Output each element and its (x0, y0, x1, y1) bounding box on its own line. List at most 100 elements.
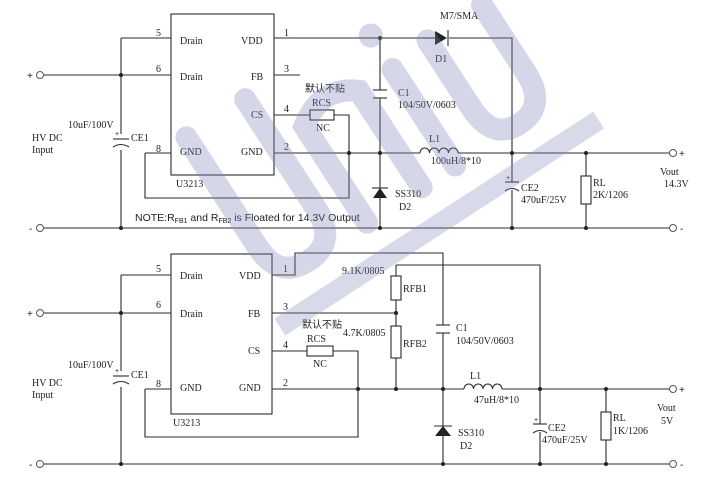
top-c1-name: C1 (398, 88, 410, 99)
bottom-rcs-name: RCS (307, 334, 326, 345)
bottom-pin-gnd-right: GND (239, 383, 261, 394)
top-pin-num-1: 1 (284, 28, 289, 39)
bottom-pin-num-4: 4 (283, 340, 288, 351)
bottom-ic-body (170, 253, 273, 415)
top-circuit: U3213 Drain Drain GND VDD FB CS GND 5 6 … (27, 11, 690, 235)
bottom-ce2-value: 470uF/25V (542, 435, 588, 446)
bottom-c1-value: 104/50V/0603 (456, 336, 514, 347)
top-input-plus-terminal (36, 71, 44, 79)
top-pin-num-3: 3 (284, 64, 289, 75)
top-pin-vdd: VDD (241, 36, 263, 47)
top-ce2-name: CE2 (521, 183, 539, 194)
top-output-plus-terminal (669, 149, 677, 157)
bottom-pin-drain-a: Drain (180, 271, 203, 282)
top-output-minus-sign: - (680, 224, 683, 235)
top-input-capacitor: + (112, 131, 130, 150)
bottom-rfb1-resistor (390, 275, 402, 301)
top-pin-num-4: 4 (284, 104, 289, 115)
top-vout-label: Vout (660, 167, 679, 178)
top-ce2-value: 470uF/25V (521, 195, 567, 206)
bottom-output-plus-sign: + (679, 385, 685, 396)
bottom-input-minus-terminal (36, 460, 44, 468)
top-ic-body (170, 13, 275, 176)
top-pin-drain-a: Drain (180, 36, 203, 47)
bottom-pin-num-8: 8 (156, 379, 161, 390)
svg-text:+: + (534, 417, 538, 424)
bottom-rfb2-resistor (390, 325, 402, 359)
top-pin-gnd-left: GND (180, 147, 202, 158)
top-ce1-name: CE1 (131, 133, 149, 144)
bottom-circuit: U3213 Drain Drain GND VDD FB CS GND 5 6 … (27, 252, 685, 471)
bottom-rl-resistor (600, 411, 612, 441)
bottom-input-plus-sign: + (27, 309, 33, 320)
bottom-input-plus-terminal (36, 309, 44, 317)
top-ce2-capacitor: + (504, 175, 520, 192)
top-l1-name: L1 (429, 134, 440, 145)
bottom-d2-diode (434, 425, 452, 436)
top-d2-ref: D2 (399, 202, 411, 213)
bottom-d2-ref: D2 (460, 441, 472, 452)
top-pin-gnd-right: GND (241, 147, 263, 158)
top-l1-inductor (419, 147, 459, 154)
top-wires (44, 37, 670, 229)
bottom-rfb2-name: RFB2 (403, 339, 427, 350)
bottom-rfb2-value: 4.7K/0805 (343, 328, 386, 339)
bottom-l1-inductor (463, 383, 503, 390)
bottom-input-label-2: Input (32, 390, 53, 401)
bottom-junctions (119, 311, 608, 466)
bottom-ic-name: U3213 (173, 418, 200, 429)
bottom-vout-label: Vout (657, 403, 676, 414)
bottom-input-label-1: HV DC (32, 378, 63, 389)
bottom-rfb1-value: 9.1K/0805 (342, 266, 385, 277)
svg-text:+: + (506, 175, 510, 182)
top-d1-diode (423, 30, 449, 46)
bottom-output-minus-sign: - (680, 460, 683, 471)
bottom-c1-name: C1 (456, 323, 468, 334)
top-input-plus-sign: + (27, 71, 33, 82)
bottom-l1-name: L1 (470, 371, 481, 382)
bottom-output-minus-terminal (669, 460, 677, 468)
top-rcs-value: NC (316, 123, 330, 134)
top-pin-cs: CS (251, 110, 263, 121)
top-d1-name: M7/SMA (440, 11, 479, 22)
top-pin-num-2: 2 (284, 142, 289, 153)
top-rl-name: RL (593, 178, 606, 189)
top-d2-name: SS310 (395, 189, 421, 200)
top-rl-value: 2K/1206 (593, 190, 628, 201)
top-junctions (119, 36, 588, 230)
bottom-pin-vdd: VDD (239, 271, 261, 282)
top-l1-value: 100uH/8*10 (431, 156, 481, 167)
top-pin-num-6: 6 (156, 64, 161, 75)
bottom-l1-value: 47uH/8*10 (474, 395, 519, 406)
bottom-d2-name: SS310 (458, 428, 484, 439)
bottom-vout-value: 5V (661, 416, 674, 427)
bottom-wires (44, 252, 670, 465)
top-input-minus-terminal (36, 224, 44, 232)
bottom-pin-num-5: 5 (156, 264, 161, 275)
bottom-pin-num-6: 6 (156, 300, 161, 311)
bottom-pin-num-3: 3 (283, 302, 288, 313)
top-pin-fb: FB (251, 72, 264, 83)
bottom-rl-value: 1K/1206 (613, 426, 648, 437)
top-ce1-value: 10uF/100V (68, 120, 114, 131)
bottom-pin-gnd-left: GND (180, 383, 202, 394)
top-d2-diode (372, 187, 388, 198)
bottom-rl-name: RL (613, 413, 626, 424)
top-input-minus-sign: - (29, 224, 32, 235)
bottom-rcs-resistor (306, 345, 334, 357)
bottom-pin-cs: CS (248, 346, 260, 357)
bottom-input-minus-sign: - (29, 460, 32, 471)
svg-text:+: + (115, 368, 119, 375)
top-note: NOTE:RFB1 and RFB2 is Floated for 14.3V … (135, 212, 360, 225)
bottom-rcs-note: 默认不贴 (302, 318, 342, 331)
bottom-c1-capacitor (436, 324, 450, 334)
top-c1-value: 104/50V/0603 (398, 100, 456, 111)
top-input-label-1: HV DC (32, 133, 63, 144)
svg-text:+: + (115, 131, 119, 138)
watermark-logo (175, 0, 604, 336)
top-output-minus-terminal (669, 224, 677, 232)
bottom-input-capacitor: + (112, 368, 130, 387)
top-rcs-note: 默认不贴 (305, 82, 345, 95)
top-rcs-resistor (309, 109, 335, 121)
